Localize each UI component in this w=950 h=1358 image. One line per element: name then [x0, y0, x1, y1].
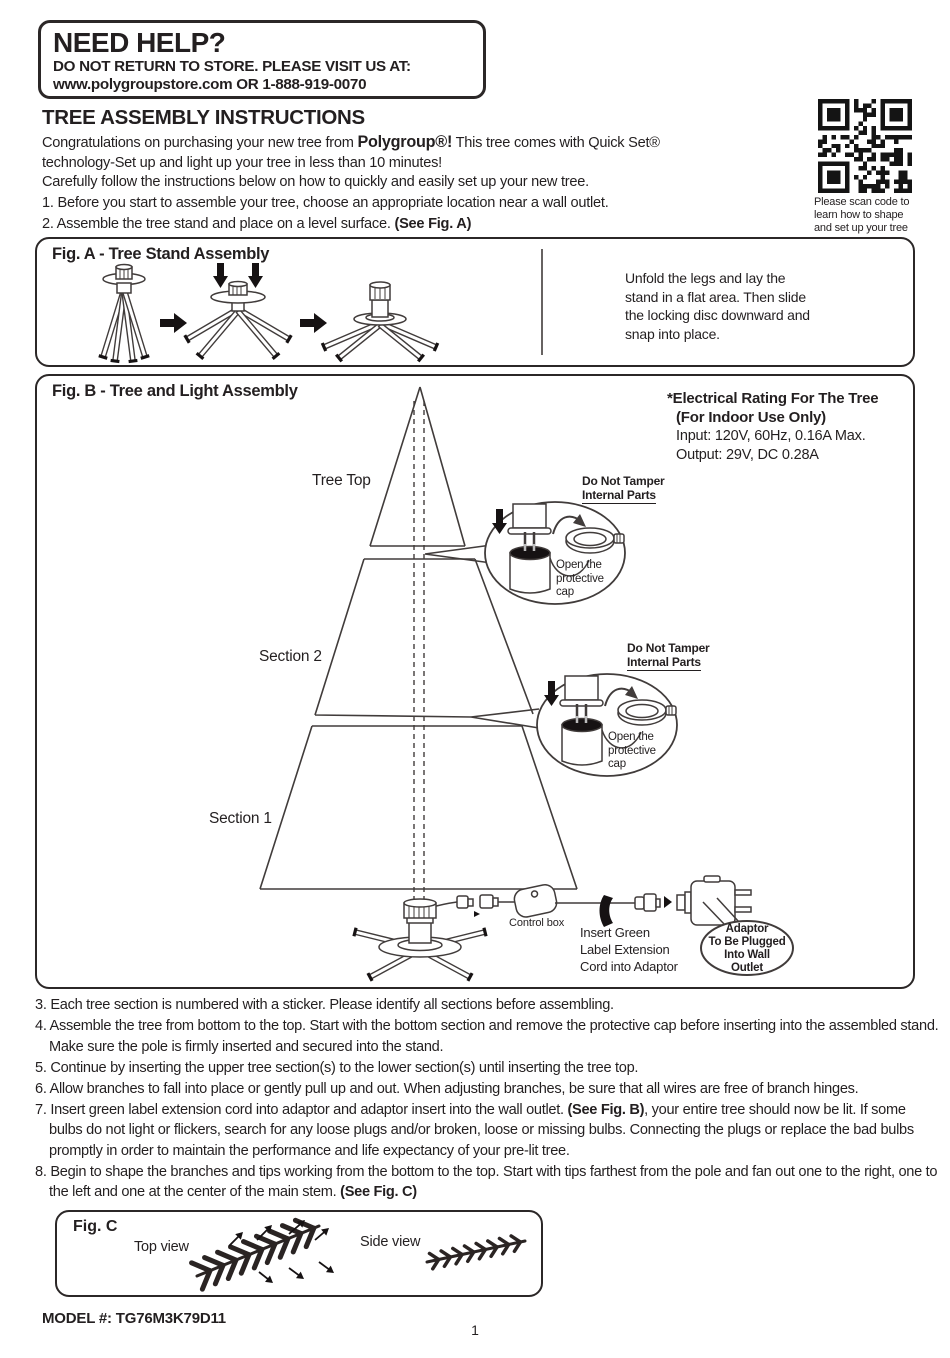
section-2-label: Section 2: [259, 648, 322, 665]
center-pole-dashed: [413, 401, 425, 903]
step-7: 7. Insert green label extension cord int…: [35, 1101, 914, 1159]
tree-diagram: [259, 386, 794, 982]
intro-text: Carefully follow the instructions below …: [42, 174, 589, 190]
fig-b-box: Fig. B - Tree and Light Assembly *Electr…: [35, 374, 915, 989]
see-fig-a-ref: (See Fig. A): [394, 215, 472, 232]
intro-text: Congratulations on purchasing your new t…: [42, 135, 358, 151]
fig-a-title: Fig. A - Tree Stand Assembly: [52, 245, 270, 263]
green-label-marker: [599, 895, 613, 927]
fig-a-caption: Unfold the legs and lay the stand in a f…: [625, 270, 810, 342]
intro-paragraph: Congratulations on purchasing your new t…: [42, 133, 792, 193]
right-arrow-icon: [300, 313, 327, 333]
adaptor-bubble-label: Adaptor To Be Plugged Into Wall Outlet: [708, 923, 786, 974]
steps-3-8: 3. Each tree section is numbered with a …: [35, 995, 940, 1203]
model-number: MODEL #: TG76M3K79D11: [42, 1310, 226, 1327]
step-4: 4. Assemble the tree from bottom to the …: [35, 1018, 939, 1055]
steps-1-2: 1. Before you start to assemble your tre…: [42, 193, 802, 234]
step-5: 5. Continue by inserting the upper tree …: [35, 1059, 639, 1076]
need-help-box: NEED HELP? DO NOT RETURN TO STORE. PLEAS…: [38, 20, 486, 99]
fig-a-box: Fig. A - Tree Stand Assembly Unfold the …: [35, 237, 915, 367]
see-fig-b-ref: (See Fig. B): [567, 1101, 645, 1118]
pole-connection-callout: [484, 501, 626, 605]
step-1: 1. Before you start to assemble your tre…: [42, 195, 609, 211]
fig-c-title: Fig. C: [73, 1218, 118, 1235]
fig-c-box: Fig. C Top view Side view: [55, 1210, 543, 1297]
down-arrows-icon: [213, 263, 263, 288]
see-fig-c-ref: (See Fig. C): [340, 1184, 417, 1200]
stand-assembly-diagram: [98, 249, 543, 364]
tree-top-outline: [369, 386, 466, 547]
electrical-rating: *Electrical Rating For The Tree (For Ind…: [667, 390, 879, 463]
speech-bubble: [700, 920, 794, 976]
right-arrow-icon: [160, 313, 187, 333]
insert-green-label: Insert Green Label Extension Cord into A…: [580, 925, 678, 974]
open-cap-label: Open the protective cap: [556, 559, 604, 598]
brand-name: Polygroup®!: [357, 133, 453, 151]
branch-shaping-diagram: [189, 1217, 527, 1292]
section-2-outline: [314, 558, 534, 718]
need-help-line1: DO NOT RETURN TO STORE. PLEASE VISIT US …: [53, 58, 411, 75]
control-box-label: Control box: [509, 917, 565, 929]
side-view-label: Side view: [360, 1234, 421, 1250]
page-number: 1: [471, 1322, 479, 1338]
top-view-label: Top view: [134, 1239, 189, 1255]
page-title: TREE ASSEMBLY INSTRUCTIONS: [42, 106, 365, 129]
step-6: 6. Allow branches to fall into place or …: [35, 1080, 859, 1097]
step-3: 3. Each tree section is numbered with a …: [35, 997, 614, 1013]
step-8: 8. Begin to shape the branches and tips …: [35, 1163, 938, 1201]
cord-and-adaptor: [432, 875, 794, 976]
tree-top-label: Tree Top: [312, 472, 371, 489]
qr-caption: Please scan code to learn how to shape a…: [814, 196, 910, 234]
qr-code-icon: [818, 99, 912, 193]
control-box: [513, 884, 558, 918]
tree-stand: [352, 898, 488, 982]
intro-text: technology-Set up and light up your tree…: [42, 154, 442, 171]
step-2: 2. Assemble the tree stand and place on …: [42, 215, 472, 232]
need-help-url: www.polygroupstore.com OR 1-888-919-0070: [53, 76, 367, 93]
open-cap-label: Open the protective cap: [608, 731, 656, 770]
fig-b-title: Fig. B - Tree and Light Assembly: [52, 382, 298, 400]
section-1-label: Section 1: [209, 810, 272, 827]
section-1-outline: [259, 725, 578, 890]
need-help-title: NEED HELP?: [53, 27, 226, 58]
adaptor: [676, 875, 752, 926]
intro-text: This tree comes with Quick Set®: [452, 135, 660, 151]
